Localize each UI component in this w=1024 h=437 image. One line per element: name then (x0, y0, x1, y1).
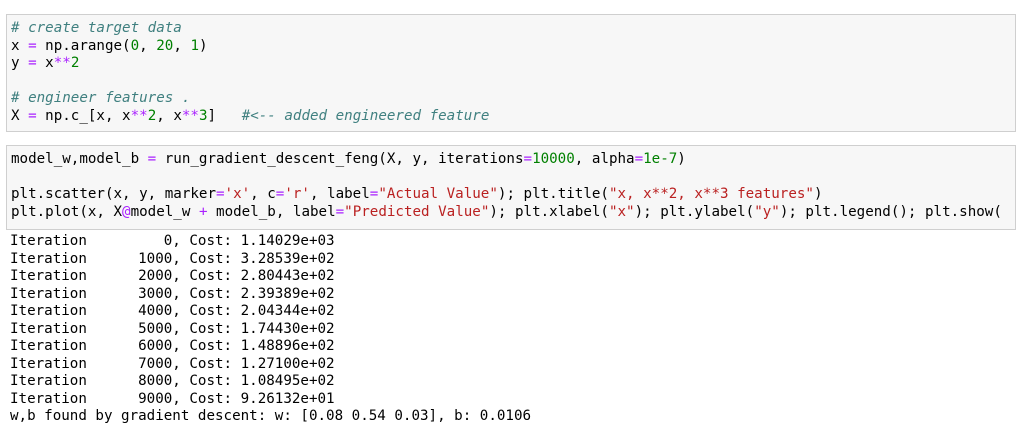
code-token: = (523, 151, 533, 167)
code-token: ** (181, 107, 199, 124)
code-token: 3 (198, 107, 208, 124)
code-token: = (216, 186, 225, 202)
code-token: ** (53, 55, 71, 71)
code-token: 20 (156, 37, 174, 54)
code-token: "y" (754, 203, 780, 220)
code-token: ) (677, 151, 686, 167)
code-token: model_w (130, 203, 199, 220)
code-token: 1e-7 (643, 151, 678, 167)
code-token: #<-- added engineered feature (241, 107, 490, 124)
code-token: ) (813, 186, 823, 202)
code-line: X = np.c_[x, x**2, x**3] #<-- added engi… (11, 108, 1015, 126)
code-line: plt.plot(x, X@model_w + model_b, label="… (11, 204, 1015, 222)
code-token: ); plt.ylabel( (634, 203, 755, 220)
code-line: # create target data (11, 20, 1015, 38)
code-token: 'x' (224, 186, 251, 202)
code-token: X (11, 107, 29, 124)
code-token: x (36, 55, 54, 71)
code-token: "Predicted Value" (344, 203, 490, 220)
code-token: , alpha (574, 151, 635, 167)
output-line: Iteration 8000, Cost: 1.08495e+02 (10, 373, 335, 389)
code-token: 'r' (284, 186, 310, 202)
output-line: Iteration 9000, Cost: 9.26132e+01 (10, 390, 335, 407)
code-token: ) (198, 37, 208, 54)
code-token: model_b, label (207, 203, 336, 220)
code-token: = (28, 37, 37, 54)
code-token: plt.scatter(x, y, marker (11, 186, 216, 202)
code-token: , c (250, 186, 276, 202)
code-token: np.c_[x, x (36, 107, 131, 124)
output-line: Iteration 5000, Cost: 1.74430e+02 (10, 320, 335, 337)
code-token: ** (130, 107, 148, 124)
output-line: Iteration 1000, Cost: 3.28539e+02 (10, 250, 335, 267)
code-editor-2[interactable]: model_w,model_b = run_gradient_descent_f… (7, 146, 1015, 221)
code-line: # engineer features . (11, 90, 1015, 108)
output-line: Iteration 0, Cost: 1.14029e+03 (10, 233, 335, 249)
code-line: x = np.arange(0, 20, 1) (11, 38, 1015, 56)
code-token: # create target data (11, 20, 182, 36)
code-token: = (369, 186, 379, 202)
code-token: run_gradient_descent_feng(X, y, iteratio… (156, 151, 524, 167)
code-line: plt.scatter(x, y, marker='x', c='r', lab… (11, 186, 1015, 204)
code-token: = (28, 107, 37, 124)
code-token: 2 (70, 55, 80, 71)
code-token: + (198, 203, 208, 220)
code-line (11, 73, 1015, 91)
code-token: = (147, 151, 157, 167)
code-token: y (11, 55, 29, 71)
code-token: = (28, 55, 37, 71)
code-token: # engineer features . (11, 90, 191, 106)
code-token: , label (309, 186, 370, 202)
output-line: w,b found by gradient descent: w: [0.08 … (10, 408, 532, 424)
code-token: 2 (147, 107, 157, 124)
output-line: Iteration 4000, Cost: 2.04344e+02 (10, 303, 335, 319)
code-token: x (11, 37, 29, 54)
output-line: Iteration 3000, Cost: 2.39389e+02 (10, 285, 335, 302)
code-token: = (335, 203, 345, 220)
code-cell-2[interactable]: model_w,model_b = run_gradient_descent_f… (6, 145, 1016, 230)
output-line: Iteration 7000, Cost: 1.27100e+02 (10, 355, 335, 372)
code-token: = (275, 186, 285, 202)
code-token: 10000 (532, 151, 575, 167)
output-line: Iteration 6000, Cost: 1.48896e+02 (10, 338, 335, 354)
code-token: "x" (608, 203, 635, 220)
code-token: ); plt.xlabel( (489, 203, 609, 220)
output-line: Iteration 2000, Cost: 2.80443e+02 (10, 268, 335, 284)
code-token: "x, x**2, x**3 features" (608, 186, 814, 202)
code-token: , (173, 37, 191, 54)
code-line: model_w,model_b = run_gradient_descent_f… (11, 151, 1015, 169)
code-token: model_w,model_b (11, 151, 148, 167)
code-token: plt.plot(x, X (11, 203, 123, 220)
code-token: ] (207, 107, 242, 124)
code-token: "Actual Value" (378, 186, 498, 202)
code-token: , x (156, 107, 182, 124)
code-token: , (139, 37, 157, 54)
code-token: np.arange( (36, 37, 131, 54)
code-token: 1 (190, 37, 199, 54)
code-token: 0 (130, 37, 140, 54)
code-token: ); plt.title( (497, 186, 609, 202)
code-line: y = x**2 (11, 55, 1015, 73)
code-token: = (634, 151, 644, 167)
code-token: ); plt.legend(); plt.show( (779, 203, 1002, 220)
code-line (11, 169, 1015, 187)
code-token: @ (122, 203, 131, 220)
